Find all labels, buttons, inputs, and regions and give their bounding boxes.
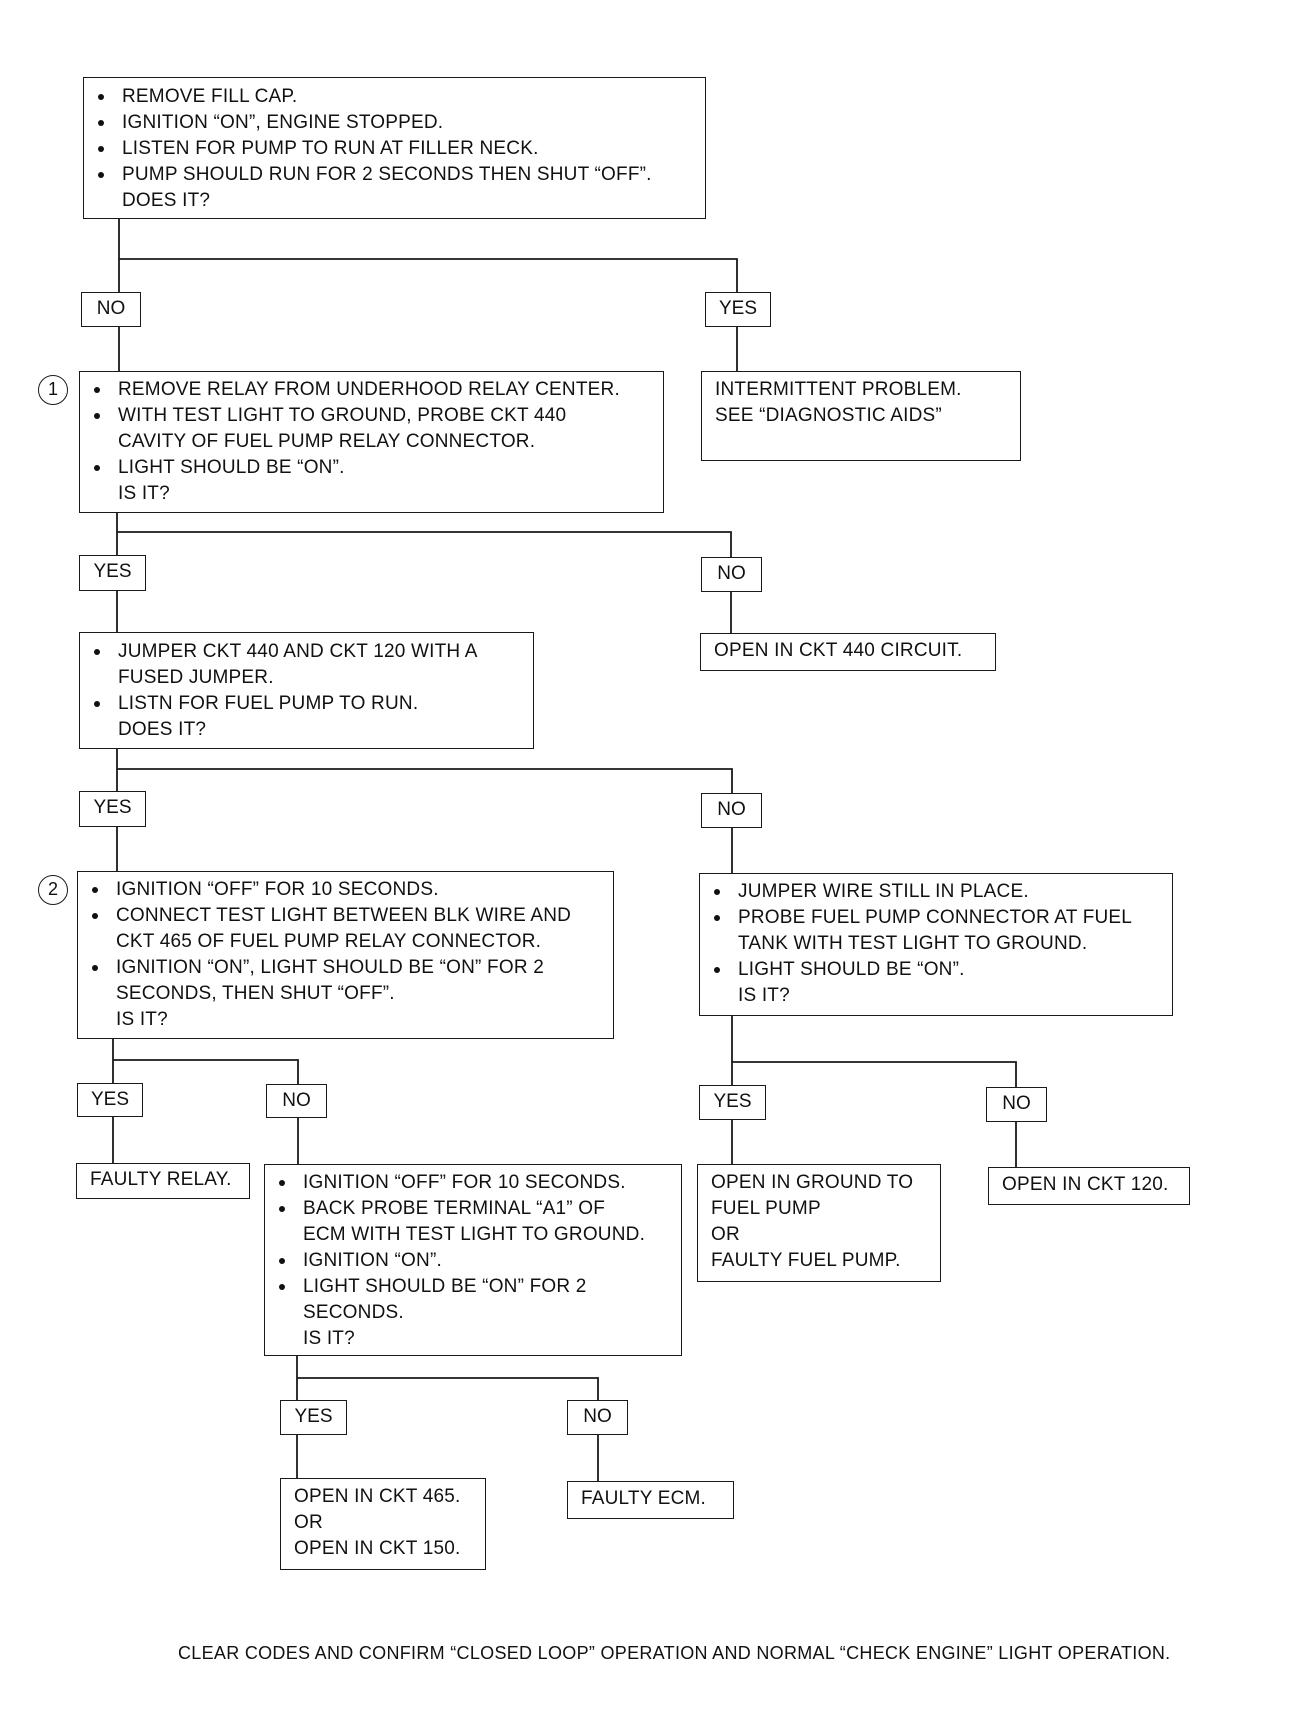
step-item: LIGHT SHOULD BE “ON” FOR 2 [265,1274,681,1300]
step-item-continued: SECONDS, THEN SHUT “OFF”. [116,983,395,1004]
ecm-yes-label: YES [280,1400,347,1435]
step-remove-fill-cap: REMOVE FILL CAP. IGNITION “ON”, ENGINE S… [83,77,706,219]
result-line: INTERMITTENT PROBLEM. [715,379,962,400]
result-line: FAULTY FUEL PUMP. [711,1250,901,1271]
result-intermittent-problem: INTERMITTENT PROBLEM. SEE “DIAGNOSTIC AI… [701,371,1021,461]
connector-relay-no [117,531,732,557]
jumper-no-label: NO [701,793,762,828]
step-item: IGNITION “OFF” FOR 10 SECONDS. [78,877,613,903]
result-open-ground-fuel-pump: OPEN IN GROUND TO FUEL PUMP OR FAULTY FU… [697,1164,941,1282]
step-question: IS IT? [303,1328,355,1349]
result-line: OR [711,1224,740,1245]
step-question: IS IT? [738,985,790,1006]
ignition-no-label: NO [266,1084,327,1118]
start-yes-label: YES [705,292,771,327]
step-ecm-check: IGNITION “OFF” FOR 10 SECONDS. BACK PROB… [264,1164,682,1356]
step-question: IS IT? [118,483,170,504]
step-item: PROBE FUEL PUMP CONNECTOR AT FUEL [700,905,1172,931]
ignition-yes-label: YES [77,1083,143,1117]
step-item-continued: ECM WITH TEST LIGHT TO GROUND. [303,1224,646,1245]
result-line: OPEN IN CKT 120. [1002,1174,1169,1195]
ecm-no-label: NO [567,1400,628,1435]
jumper-yes-label: YES [79,791,146,827]
result-faulty-relay: FAULTY RELAY. [76,1163,250,1199]
step-item-continued: TANK WITH TEST LIGHT TO GROUND. [738,933,1088,954]
result-line: FAULTY ECM. [581,1488,707,1509]
step-item: IGNITION “ON”, LIGHT SHOULD BE “ON” FOR … [78,955,613,981]
step-jumper-check: JUMPER CKT 440 AND CKT 120 WITH A FUSED … [79,632,534,749]
result-line: FAULTY RELAY. [90,1169,232,1190]
result-line: FUEL PUMP [711,1198,821,1219]
step-item-continued: SECONDS. [303,1302,404,1323]
step-item: IGNITION “ON”, ENGINE STOPPED. [84,110,705,136]
result-line: SEE “DIAGNOSTIC AIDS” [715,405,942,426]
step-item-continued: CAVITY OF FUEL PUMP RELAY CONNECTOR. [118,431,536,452]
result-line: OR [294,1512,323,1533]
step-ignition-check: IGNITION “OFF” FOR 10 SECONDS. CONNECT T… [77,871,614,1039]
connector-ignition-no [113,1059,299,1084]
footer-instruction: CLEAR CODES AND CONFIRM “CLOSED LOOP” OP… [178,1643,1171,1663]
step-item: PUMP SHOULD RUN FOR 2 SECONDS THEN SHUT … [84,162,705,188]
start-no-label: NO [81,292,141,327]
step-item: LISTEN FOR PUMP TO RUN AT FILLER NECK. [84,136,705,162]
step-relay-check: REMOVE RELAY FROM UNDERHOOD RELAY CENTER… [79,371,664,513]
result-line: OPEN IN GROUND TO [711,1172,914,1193]
result-open-ckt-440: OPEN IN CKT 440 CIRCUIT. [700,633,996,671]
step-item: CONNECT TEST LIGHT BETWEEN BLK WIRE AND [78,903,613,929]
probe-yes-label: YES [699,1085,766,1120]
step-item: LISTN FOR FUEL PUMP TO RUN. [80,691,533,717]
result-faulty-ecm: FAULTY ECM. [567,1481,734,1519]
connector-jumper-no [117,768,733,793]
result-line: OPEN IN CKT 465. [294,1486,461,1507]
connector-start-yes [119,258,738,292]
result-line: OPEN IN CKT 150. [294,1538,461,1559]
step-probe-check: JUMPER WIRE STILL IN PLACE. PROBE FUEL P… [699,873,1173,1016]
step-question: DOES IT? [118,719,207,740]
step-marker-1: 1 [38,375,68,405]
relay-yes-label: YES [79,555,146,591]
step-item: JUMPER WIRE STILL IN PLACE. [700,879,1172,905]
step-item: WITH TEST LIGHT TO GROUND, PROBE CKT 440 [80,403,663,429]
step-item: REMOVE RELAY FROM UNDERHOOD RELAY CENTER… [80,377,663,403]
step-item: REMOVE FILL CAP. [84,84,705,110]
step-question: DOES IT? [122,190,211,211]
step-item: LIGHT SHOULD BE “ON”. [700,957,1172,983]
step-item: BACK PROBE TERMINAL “A1” OF [265,1196,681,1222]
step-question: IS IT? [116,1009,168,1030]
step-item: IGNITION “ON”. [265,1248,681,1274]
result-line: OPEN IN CKT 440 CIRCUIT. [714,640,963,661]
step-item: IGNITION “OFF” FOR 10 SECONDS. [265,1170,681,1196]
step-marker-2: 2 [38,875,68,905]
connector-probe-no [732,1061,1017,1087]
step-item-continued: FUSED JUMPER. [118,667,274,688]
relay-no-label: NO [701,557,762,592]
connector-ecm-no [297,1377,599,1401]
step-item-continued: CKT 465 OF FUEL PUMP RELAY CONNECTOR. [116,931,542,952]
result-open-ckt-465-150: OPEN IN CKT 465. OR OPEN IN CKT 150. [280,1478,486,1570]
result-open-ckt-120: OPEN IN CKT 120. [988,1167,1190,1205]
probe-no-label: NO [986,1087,1047,1122]
step-item: LIGHT SHOULD BE “ON”. [80,455,663,481]
step-item: JUMPER CKT 440 AND CKT 120 WITH A [80,639,533,665]
